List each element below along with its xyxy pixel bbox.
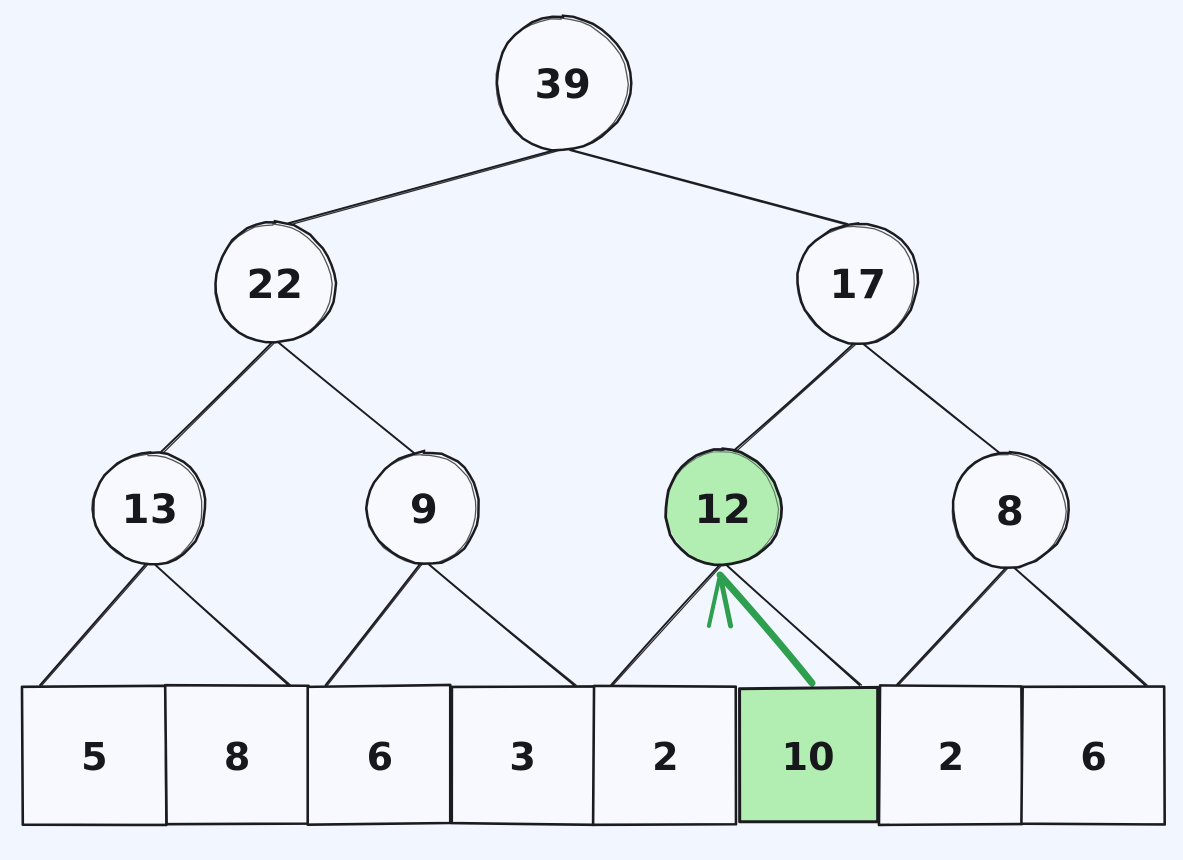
leaf-array-link xyxy=(152,562,292,686)
array-cell-value: 2 xyxy=(652,735,678,779)
leaf-array-link xyxy=(1012,566,1148,686)
array-cell[interactable]: 8 xyxy=(163,683,310,826)
tree-node[interactable]: 22 xyxy=(214,219,338,344)
tree-node-label: 39 xyxy=(535,62,592,108)
annotation-arrow xyxy=(706,571,816,687)
array-cell-value: 2 xyxy=(938,735,964,779)
tree-edge xyxy=(284,148,560,227)
array-cells-layer: 5 8 6 3 2 10 2 6 xyxy=(20,683,1166,827)
annotation-arrow-layer xyxy=(706,571,816,687)
array-cell[interactable]: 5 xyxy=(20,684,168,827)
array-cell-value: 6 xyxy=(1080,735,1106,779)
tree-edges-layer xyxy=(159,148,1002,456)
tree-edge xyxy=(732,341,858,454)
tree-edge xyxy=(860,341,1002,456)
array-cell-value: 3 xyxy=(509,735,535,779)
tree-node-label: 12 xyxy=(695,487,752,533)
tree-node-label: 22 xyxy=(247,262,304,308)
array-cell-highlighted[interactable]: 10 xyxy=(738,685,880,824)
tree-node-highlighted[interactable]: 12 xyxy=(664,447,784,567)
tree-node[interactable]: 8 xyxy=(951,450,1070,569)
tree-edge xyxy=(159,341,275,456)
tree-node-label: 17 xyxy=(830,262,887,308)
leaf-array-link xyxy=(895,566,1009,686)
array-cell-value: 6 xyxy=(367,735,393,779)
array-cell[interactable]: 6 xyxy=(1020,685,1166,826)
tree-edge xyxy=(277,341,417,456)
array-cell[interactable]: 2 xyxy=(877,684,1024,827)
leaf-array-link xyxy=(39,562,149,686)
tree-nodes-layer: 39 22 17 13 9 12 8 xyxy=(91,14,1070,569)
array-cell[interactable]: 3 xyxy=(450,685,597,827)
tree-node[interactable]: 9 xyxy=(365,449,480,566)
array-cell[interactable]: 2 xyxy=(591,684,738,827)
leaf-array-link xyxy=(324,562,423,686)
leaf-array-link xyxy=(610,564,722,686)
tree-node-label: 13 xyxy=(122,487,179,533)
tree-edge xyxy=(567,148,850,227)
tree-node[interactable]: 13 xyxy=(91,450,207,566)
tree-node-label: 8 xyxy=(996,489,1024,535)
tree-node[interactable]: 17 xyxy=(796,222,920,346)
leaf-links-layer xyxy=(39,562,1148,686)
array-cell-value: 8 xyxy=(224,735,250,779)
array-cell[interactable]: 6 xyxy=(306,683,452,826)
array-cell-value: 10 xyxy=(782,735,835,779)
tree-node[interactable]: 39 xyxy=(495,14,633,152)
array-cell-value: 5 xyxy=(81,735,107,779)
leaf-array-link xyxy=(426,562,577,686)
leaf-array-link xyxy=(725,564,863,686)
tree-node-label: 9 xyxy=(410,487,438,533)
